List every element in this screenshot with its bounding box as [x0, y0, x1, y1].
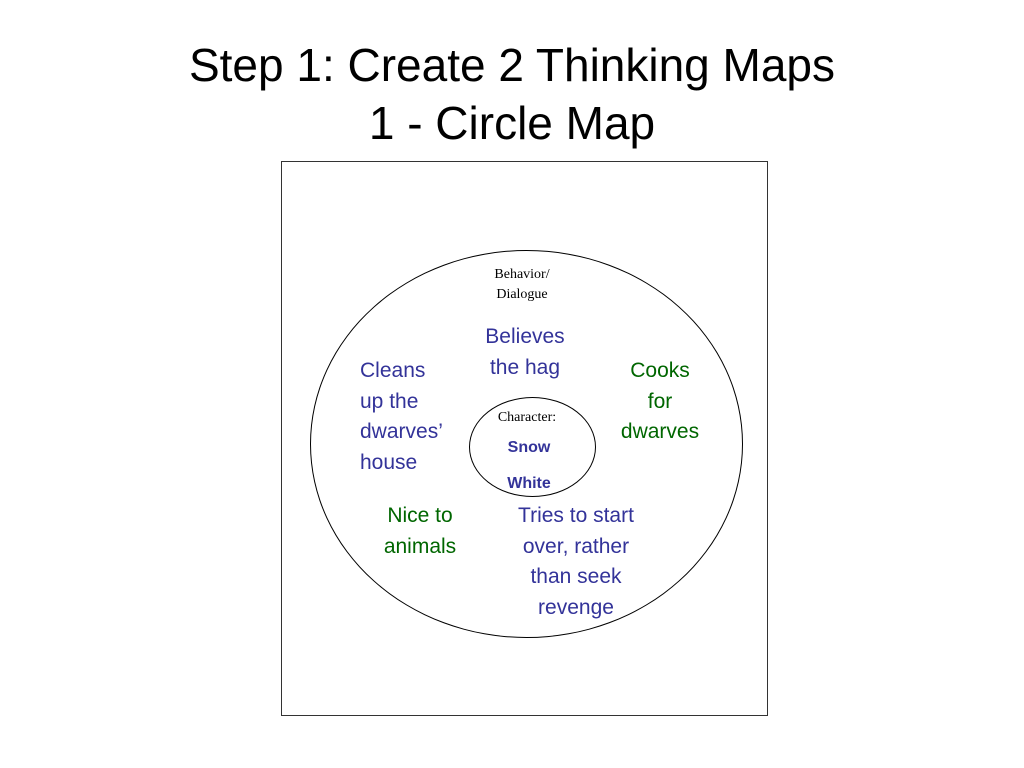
item-line: than seek — [530, 565, 622, 588]
item-line: dwarves’ — [360, 420, 443, 443]
item-line: dwarves — [620, 420, 700, 443]
title-line-2: 1 - Circle Map — [368, 97, 656, 149]
item-line: Nice to — [387, 504, 453, 527]
inner-circle — [469, 397, 596, 497]
item-line: house — [360, 450, 418, 474]
character-name-line-1: Snow — [507, 439, 551, 456]
item-line: revenge — [538, 595, 614, 619]
item-believes-the-hag: Believes the hag — [462, 322, 588, 383]
center-label: Character: — [497, 410, 557, 425]
item-line: the hag — [489, 355, 561, 379]
item-line: up the — [360, 389, 419, 413]
item-line: for — [647, 389, 673, 413]
frame-label-line-2: Dialogue — [496, 287, 548, 302]
item-cleans-up-house: Cleans up the dwarves’ house — [360, 356, 470, 478]
title-line-1: Step 1: Create 2 Thinking Maps — [188, 39, 836, 91]
frame-label: Behavior/ Dialogue — [472, 265, 572, 305]
item-line: Tries to start — [518, 504, 634, 527]
item-line: animals — [383, 534, 457, 558]
item-line: Cooks — [630, 359, 690, 382]
item-tries-to-start-over: Tries to start over, rather than seek re… — [496, 501, 656, 623]
item-cooks-for-dwarves: Cooks for dwarves — [600, 356, 720, 448]
item-line: Believes — [485, 325, 565, 348]
center-character-name: Snow White — [477, 430, 581, 502]
item-nice-to-animals: Nice to animals — [360, 501, 480, 562]
item-line: over, rather — [522, 534, 630, 558]
page-title: Step 1: Create 2 Thinking Maps 1 - Circl… — [0, 36, 1024, 152]
outer-circle — [310, 250, 743, 638]
frame-label-line-1: Behavior/ — [494, 267, 550, 282]
character-name-line-2: White — [507, 475, 551, 492]
item-line: Cleans — [360, 359, 426, 382]
frame-of-reference — [281, 161, 768, 716]
